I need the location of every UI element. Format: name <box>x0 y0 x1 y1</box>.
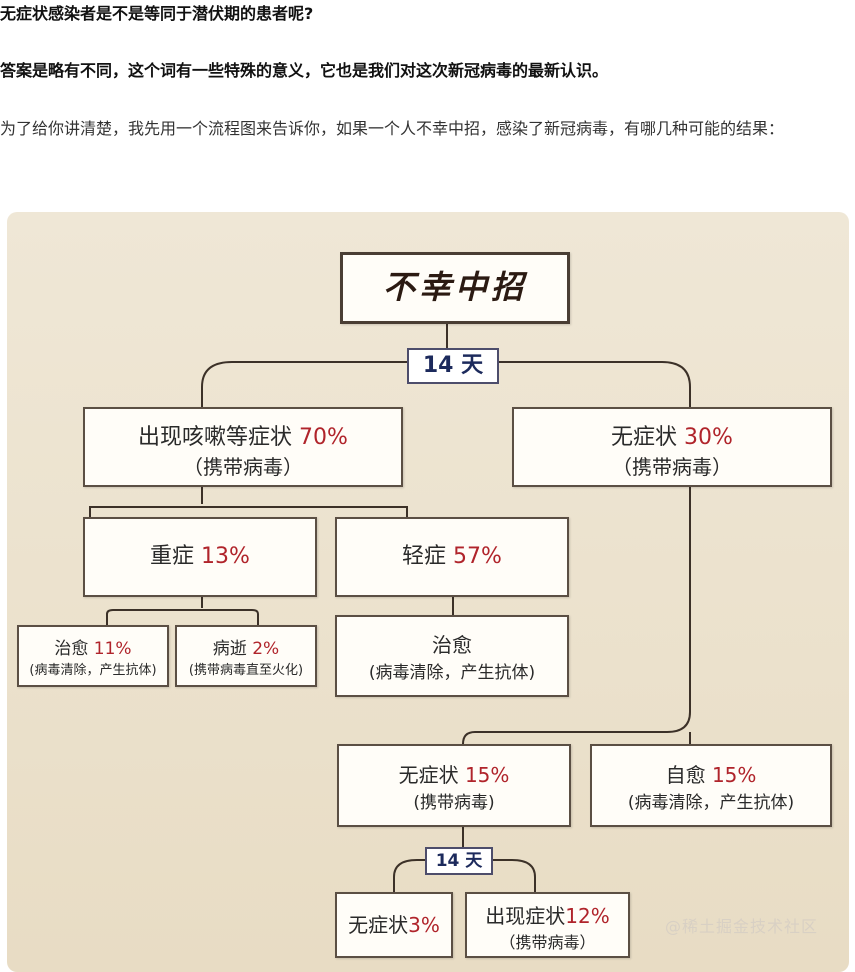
mild-cured-node: 治愈 (病毒清除，产生抗体) <box>335 615 569 697</box>
severe-node: 重症 13% <box>83 517 317 597</box>
asymptomatic-label: 无症状 <box>611 425 678 450</box>
mild-label: 轻症 <box>402 544 447 569</box>
severe-pct: 13% <box>201 544 250 569</box>
question-paragraph: 无症状感染者是不是等同于潜伏期的患者呢? <box>0 4 314 23</box>
asymptomatic-note: （携带病毒） <box>612 455 732 479</box>
watermark: @稀土掘金技术社区 <box>665 917 819 936</box>
root-node: 不幸中招 <box>340 252 570 324</box>
root-label: 不幸中招 <box>382 268 527 306</box>
self-heal-pct: 15% <box>711 763 757 787</box>
final-sym-node: 出现症状12% （携带病毒） <box>465 892 630 958</box>
self-heal-note: (病毒清除，产生抗体) <box>627 793 795 813</box>
severe-cured-note: (病毒清除，产生抗体) <box>29 663 157 678</box>
final-asym-node: 无症状3% <box>335 892 453 958</box>
asym-continue-note: (携带病毒) <box>413 793 495 813</box>
period-top-label: 14 天 <box>422 353 484 378</box>
severe-died-node: 病逝 2% (携带病毒直至火化) <box>175 625 317 687</box>
asym-continue-pct: 15% <box>464 763 510 787</box>
symptomatic-note: （携带病毒） <box>183 455 303 479</box>
severe-cured-node: 治愈 11% (病毒清除，产生抗体) <box>17 625 169 687</box>
answer-paragraph: 答案是略有不同，这个词有一些特殊的意义，它也是我们对这次新冠病毒的最新认识。 <box>0 61 609 80</box>
asymptomatic-node: 无症状 30% （携带病毒） <box>512 407 832 487</box>
severe-label: 重症 <box>150 544 195 569</box>
asym-continue-label: 无症状 <box>398 763 459 787</box>
mild-pct: 57% <box>453 544 502 569</box>
severe-died-note: (携带病毒直至火化) <box>188 663 304 678</box>
final-sym-note: （携带病毒） <box>499 933 596 952</box>
mild-cured-label: 治愈 <box>432 633 472 657</box>
final-sym-pct: 12% <box>565 904 610 928</box>
self-heal-label: 自愈 <box>665 763 706 787</box>
intro-paragraph: 为了给你讲清楚，我先用一个流程图来告诉你，如果一个人不幸中招，感染了新冠病毒，有… <box>0 119 785 138</box>
final-sym-label: 出现症状 <box>485 904 566 928</box>
self-heal-node: 自愈 15% (病毒清除，产生抗体) <box>590 744 832 827</box>
asymptomatic-pct: 30% <box>684 425 733 450</box>
mild-node: 轻症 57% <box>335 517 569 597</box>
asym-continue-node: 无症状 15% (携带病毒) <box>337 744 571 827</box>
period-tag-top: 14 天 <box>407 348 499 384</box>
severe-died-pct: 2% <box>252 639 280 659</box>
final-asym-label: 无症状 <box>348 913 409 937</box>
final-asym-pct: 3% <box>408 913 440 937</box>
severe-cured-pct: 11% <box>93 639 132 659</box>
symptomatic-pct: 70% <box>299 425 348 450</box>
period-tag-bottom: 14 天 <box>425 847 493 875</box>
infection-flowchart: 不幸中招 14 天 出现咳嗽等症状 70% （携带病毒） 无症状 30% （携带… <box>7 212 849 972</box>
period-bottom-label: 14 天 <box>435 851 483 871</box>
symptomatic-label: 出现咳嗽等症状 <box>138 425 293 450</box>
severe-cured-label: 治愈 <box>54 639 89 659</box>
severe-died-label: 病逝 <box>212 639 247 659</box>
mild-cured-note: (病毒清除，产生抗体) <box>368 663 536 683</box>
symptomatic-node: 出现咳嗽等症状 70% （携带病毒） <box>83 407 403 487</box>
